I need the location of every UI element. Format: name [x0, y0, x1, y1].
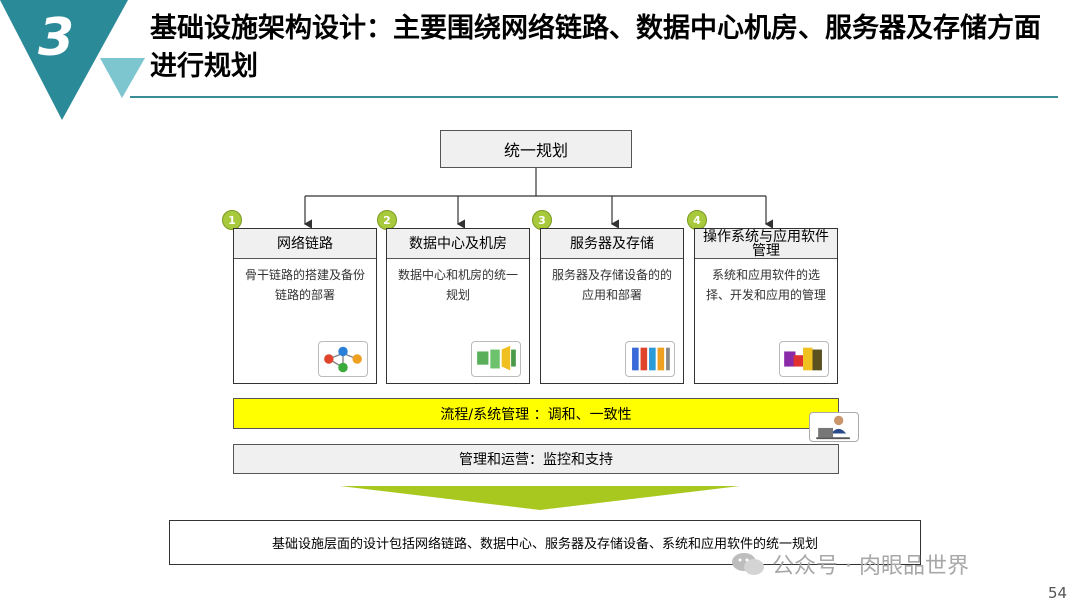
card-number-badge: 3 — [532, 210, 552, 230]
card-servers-storage: 服务器及存储 服务器及存储设备的的应用和部署 — [540, 228, 684, 384]
card-title: 数据中心及机房 — [387, 229, 529, 259]
card-os-app-management: 操作系统与应用软件管理 系统和应用软件的选择、开发和应用的管理 — [694, 228, 838, 384]
card-title: 服务器及存储 — [541, 229, 683, 259]
watermark-text: 公众号 · 肉眼品世界 — [772, 548, 969, 580]
card-title: 网络链路 — [234, 229, 376, 259]
down-arrow — [340, 486, 740, 510]
card-description: 骨干链路的搭建及备份链路的部署 — [234, 259, 376, 305]
watermark: 公众号 · 肉眼品世界 — [730, 548, 969, 580]
section-number: 3 — [38, 8, 74, 68]
slide-title: 基础设施架构设计：主要围绕网络链路、数据中心机房、服务器及存储方面进行规划 — [150, 10, 1050, 86]
card-number-badge: 1 — [222, 210, 242, 230]
page-number: 54 — [1048, 584, 1067, 602]
network-icon — [318, 341, 368, 377]
process-system-management-bar: 流程/系统管理 ：调和、一致性 — [233, 398, 839, 429]
card-description: 系统和应用软件的选择、开发和应用的管理 — [695, 259, 837, 305]
card-number-badge: 2 — [377, 210, 397, 230]
title-underline — [130, 96, 1058, 98]
person-at-laptop-icon — [809, 412, 859, 442]
software-icon — [779, 341, 829, 377]
card-description: 服务器及存储设备的的应用和部署 — [541, 259, 683, 305]
data-center-icon — [471, 341, 521, 377]
server-icon — [625, 341, 675, 377]
card-number-badge: 4 — [687, 210, 707, 230]
card-title: 操作系统与应用软件管理 — [695, 229, 837, 259]
section-badge — [0, 0, 150, 130]
unified-planning-box: 统一规划 — [440, 130, 632, 168]
operations-management-bar: 管理和运营：监控和支持 — [233, 444, 839, 474]
card-network-links: 网络链路 骨干链路的搭建及备份链路的部署 — [233, 228, 377, 384]
card-description: 数据中心和机房的统一规划 — [387, 259, 529, 305]
wechat-icon — [730, 551, 766, 577]
card-data-center: 数据中心及机房 数据中心和机房的统一规划 — [386, 228, 530, 384]
